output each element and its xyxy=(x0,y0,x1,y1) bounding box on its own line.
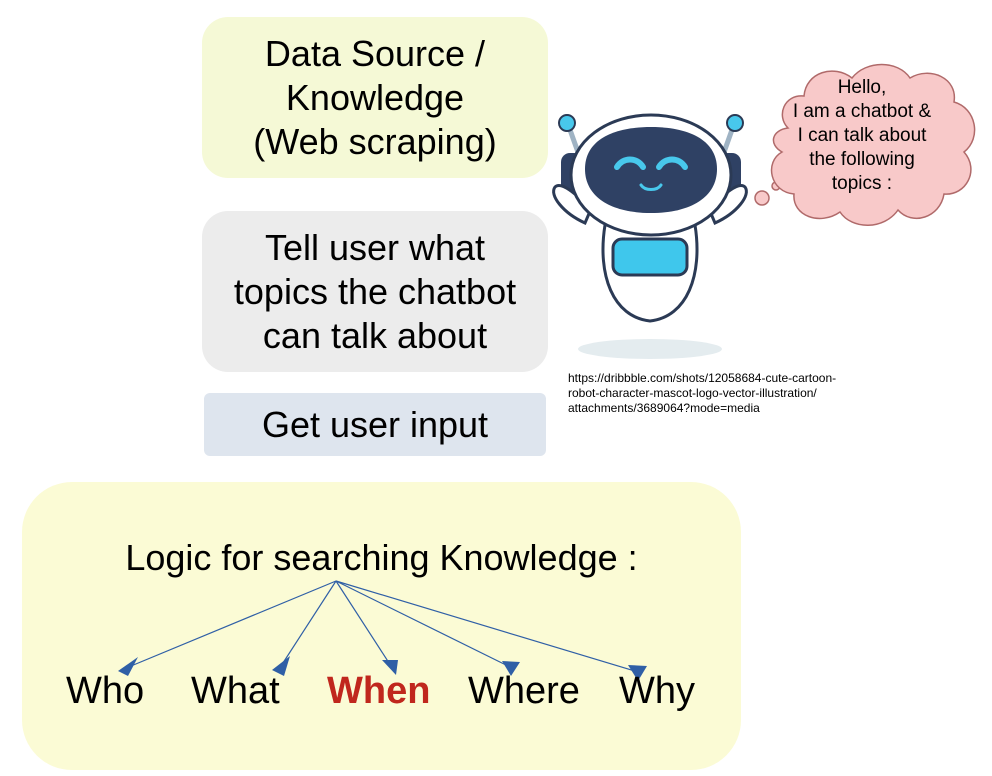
robot-mascot-icon xyxy=(552,113,748,359)
data-source-label: Data Source / Knowledge (Web scraping) xyxy=(253,32,497,162)
logic-title: Logic for searching Knowledge : xyxy=(125,537,638,578)
thought-bubble-icon xyxy=(754,63,976,226)
tell-topics-box: Tell user what topics the chatbot can ta… xyxy=(202,211,548,372)
question-when: When xyxy=(327,670,431,712)
user-input-box: Get user input xyxy=(204,393,546,456)
tell-topics-label: Tell user what topics the chatbot can ta… xyxy=(233,226,517,356)
question-what: What xyxy=(191,670,280,712)
speech-bubble-text: Hello, I am a chatbot & I can talk about… xyxy=(792,77,932,194)
user-input-label: Get user input xyxy=(261,403,489,445)
question-where: Where xyxy=(468,670,580,712)
logic-panel xyxy=(22,482,741,770)
image-credit-link[interactable]: https://dribbble.com/shots/12058684-cute… xyxy=(568,371,837,415)
question-who: Who xyxy=(66,670,145,712)
question-why: Why xyxy=(619,670,695,712)
data-source-box: Data Source / Knowledge (Web scraping) xyxy=(202,17,548,178)
